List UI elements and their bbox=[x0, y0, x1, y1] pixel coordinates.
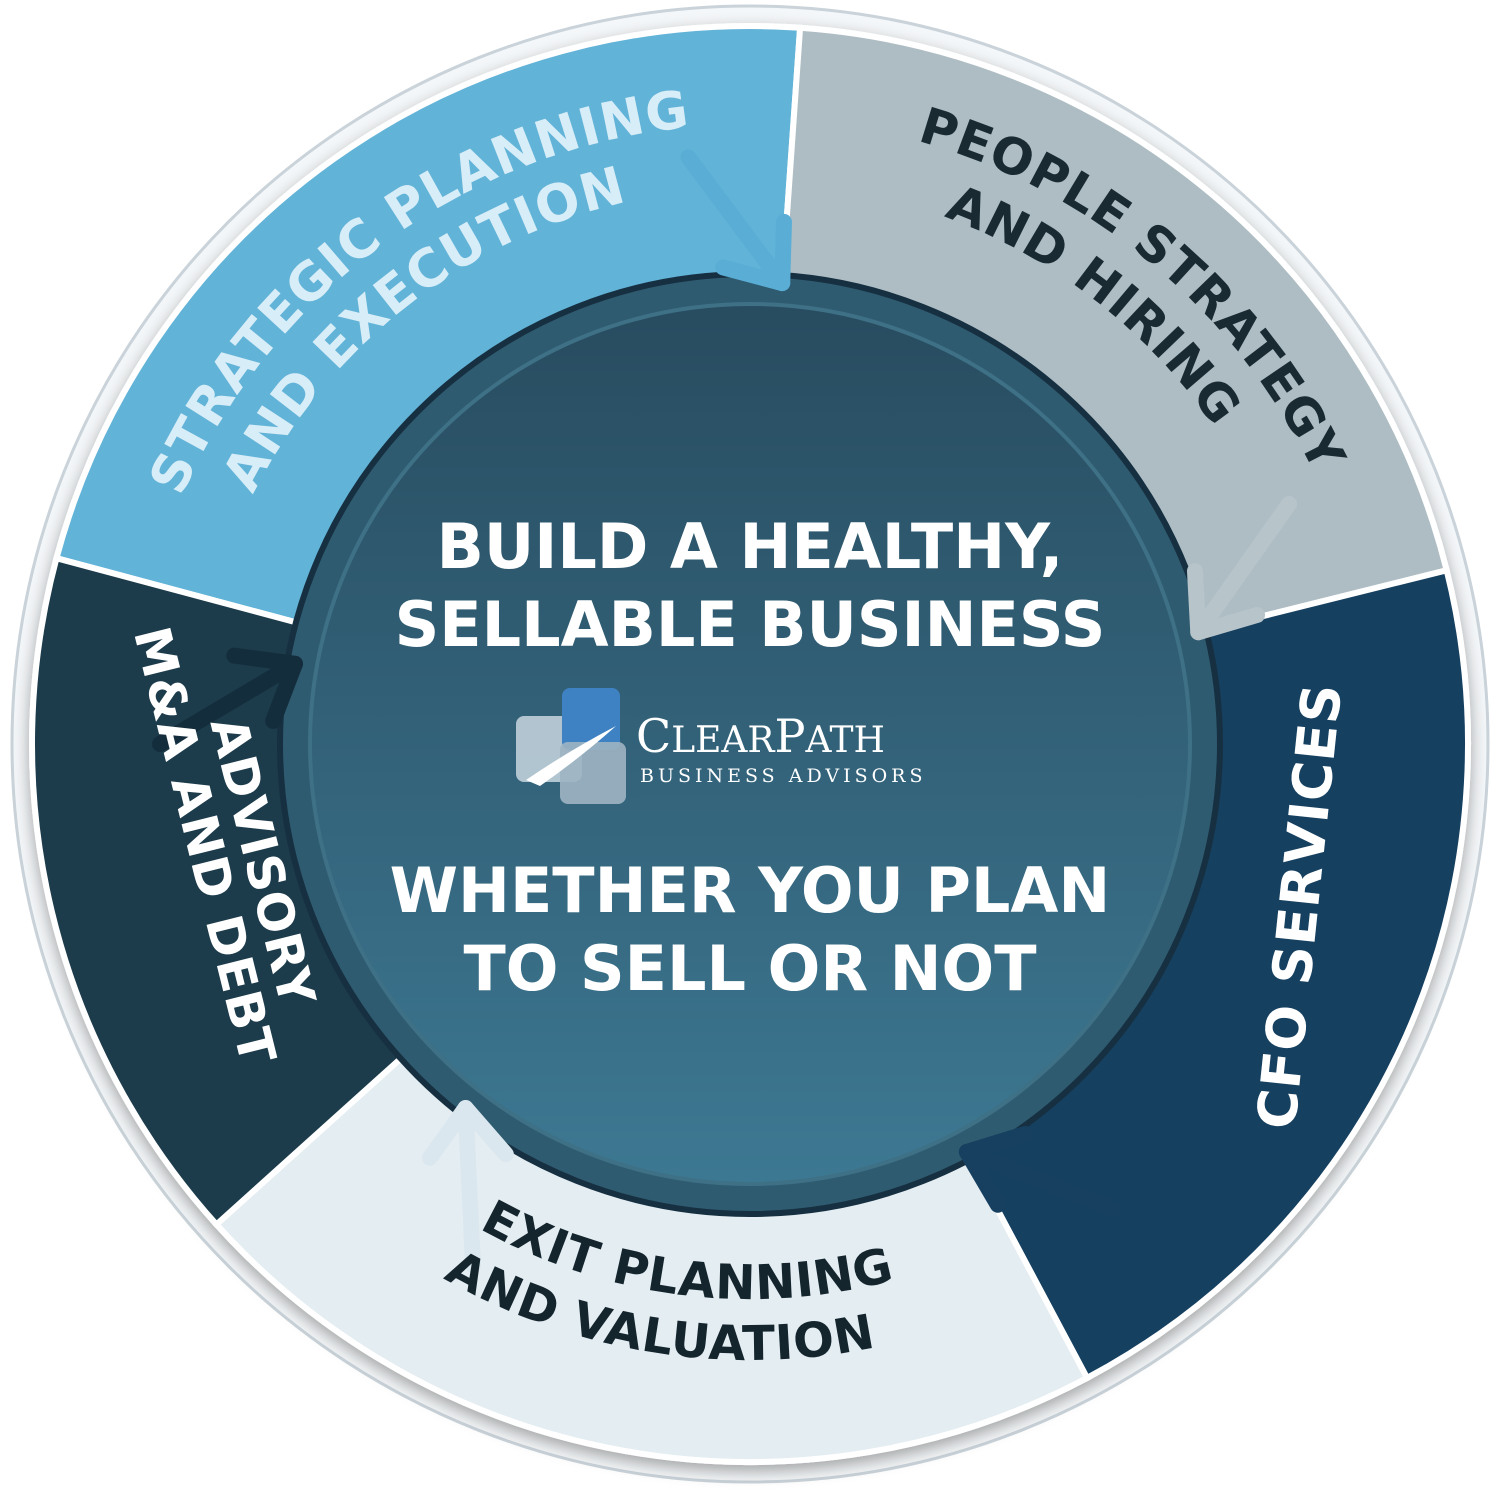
tagline-line1: WHETHER YOU PLAN bbox=[390, 854, 1111, 927]
headline-line1: BUILD A HEALTHY, bbox=[437, 510, 1064, 583]
cycle-arrows bbox=[152, 149, 1297, 1273]
arrowhead-exit-icon bbox=[421, 1100, 514, 1166]
logo-name-rest1: LEAR bbox=[671, 720, 775, 761]
arrow-people bbox=[1190, 496, 1297, 641]
svg-text:CLEARPATH: CLEARPATH bbox=[636, 709, 885, 763]
arrowhead-strategic-icon bbox=[715, 213, 792, 292]
core-circle bbox=[308, 302, 1192, 1186]
headline-line2: SELLABLE BUSINESS bbox=[395, 588, 1106, 661]
logo-name-rest2: ATH bbox=[804, 720, 884, 761]
logo-subtitle: BUSINESS ADVISORS bbox=[640, 765, 927, 787]
arrow-exit bbox=[457, 1100, 482, 1273]
arrow-strategic bbox=[680, 149, 791, 292]
tagline-line2: TO SELL OR NOT bbox=[463, 932, 1036, 1005]
arrowhead-cfo-icon bbox=[958, 1125, 1034, 1213]
arrowhead-people-icon bbox=[1186, 563, 1266, 641]
arrowhead-mna-icon bbox=[226, 647, 304, 729]
clearpath-logo: CLEARPATH BUSINESS ADVISORS bbox=[516, 688, 927, 804]
logo-name-cap2: P bbox=[775, 709, 806, 763]
logo-name-cap1: C bbox=[636, 709, 671, 763]
arrow-mna bbox=[152, 655, 304, 752]
arrow-cfo bbox=[958, 1143, 1122, 1217]
logo-mark-icon bbox=[516, 688, 626, 804]
